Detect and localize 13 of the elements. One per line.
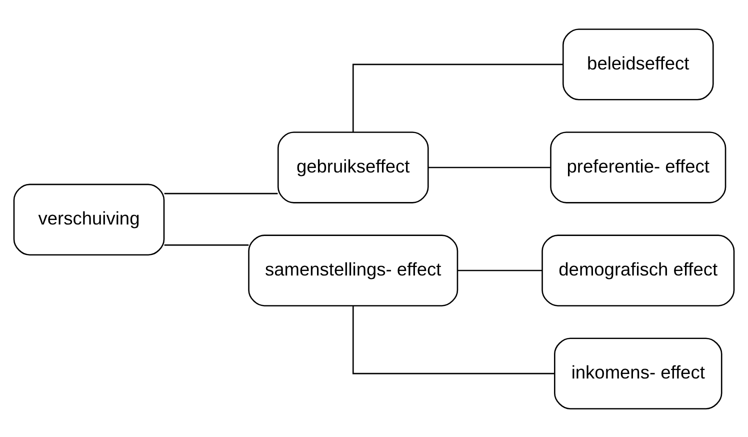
node-box: inkomens- effect <box>554 337 722 409</box>
node-box: demografisch effect <box>542 234 735 306</box>
node-box: verschuiving <box>13 183 165 256</box>
connector <box>458 269 542 271</box>
node-box: beleidseffect <box>562 28 714 100</box>
connector <box>164 244 249 246</box>
node-box: gebruikseffect <box>277 131 429 203</box>
node-box: samenstellings- effect <box>248 234 458 306</box>
connector <box>352 305 555 374</box>
connector <box>164 192 278 194</box>
connector <box>428 166 550 168</box>
connector <box>352 63 563 132</box>
node-box: preferentie- effect <box>550 131 726 203</box>
